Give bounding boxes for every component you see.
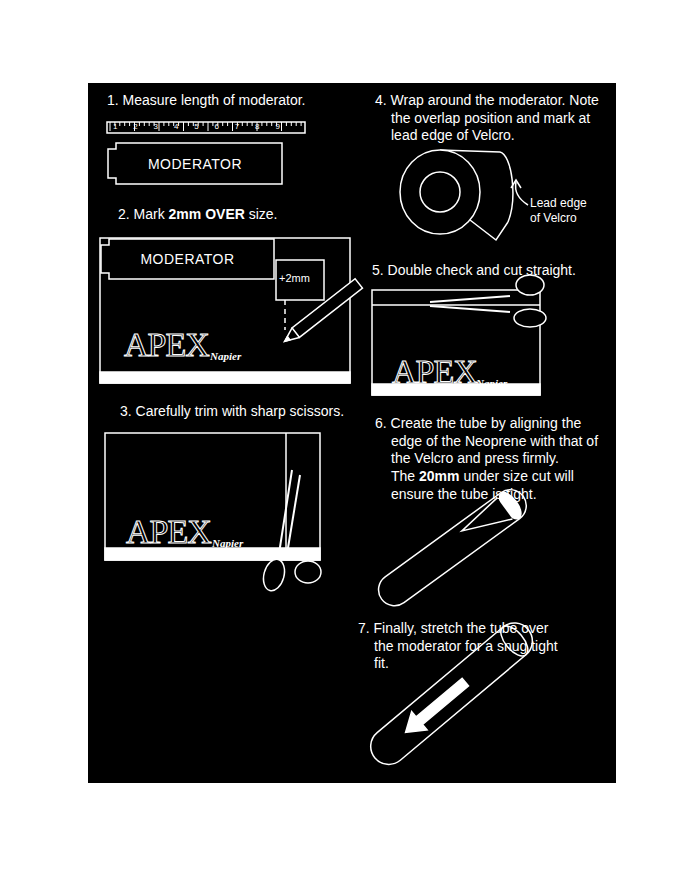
moderator-box: MODERATOR bbox=[100, 238, 275, 280]
step-text: The bbox=[391, 468, 415, 484]
step-text: 4. Wrap around the moderator. Note the o… bbox=[375, 92, 603, 145]
ruler-number: 2 bbox=[133, 123, 137, 131]
ruler-number: 1 bbox=[113, 123, 117, 131]
ruler-number: 3 bbox=[154, 123, 158, 131]
ruler-number: 9 bbox=[275, 123, 279, 131]
step-text: under size cut will ensure the tube is t… bbox=[391, 468, 574, 502]
moderator-box: MODERATOR bbox=[107, 142, 283, 185]
dimension: +2mm bbox=[279, 272, 310, 286]
step-text: 1. Measure length of moderator. bbox=[107, 92, 305, 110]
brand: Napier bbox=[476, 377, 507, 391]
ruler-number: 6 bbox=[215, 123, 219, 131]
step-text: 6. Create the tube by aligning the edge … bbox=[375, 415, 615, 468]
step-text: 7. Finally, stretch the tube over the mo… bbox=[358, 620, 558, 673]
part-name: MODERATOR bbox=[148, 156, 242, 172]
emphasis: 20mm bbox=[419, 468, 459, 484]
step-text: 5. Double check and cut straight. bbox=[372, 262, 576, 280]
step-text-group: 2. Mark 2mm OVER size. bbox=[118, 206, 348, 224]
logo: APEX bbox=[392, 355, 477, 389]
emphasis: 2mm OVER bbox=[169, 206, 245, 222]
step-text-group: The 20mm under size cut will ensure the … bbox=[391, 468, 606, 503]
logo: APEX bbox=[124, 328, 209, 362]
step-text: 2. Mark bbox=[118, 206, 165, 222]
ruler-number: 4 bbox=[174, 123, 178, 131]
step-text: size. bbox=[249, 206, 278, 222]
callout-text: Lead edge of Velcro bbox=[530, 196, 600, 226]
brand: Napier bbox=[210, 350, 241, 364]
ruler-number: 8 bbox=[255, 123, 259, 131]
ruler-number: 7 bbox=[235, 123, 239, 131]
part-name: MODERATOR bbox=[140, 251, 234, 267]
step-text: 3. Carefully trim with sharp scissors. bbox=[120, 403, 344, 421]
brand: Napier bbox=[212, 537, 243, 551]
ruler-number: 5 bbox=[194, 123, 198, 131]
logo: APEX bbox=[126, 515, 211, 549]
